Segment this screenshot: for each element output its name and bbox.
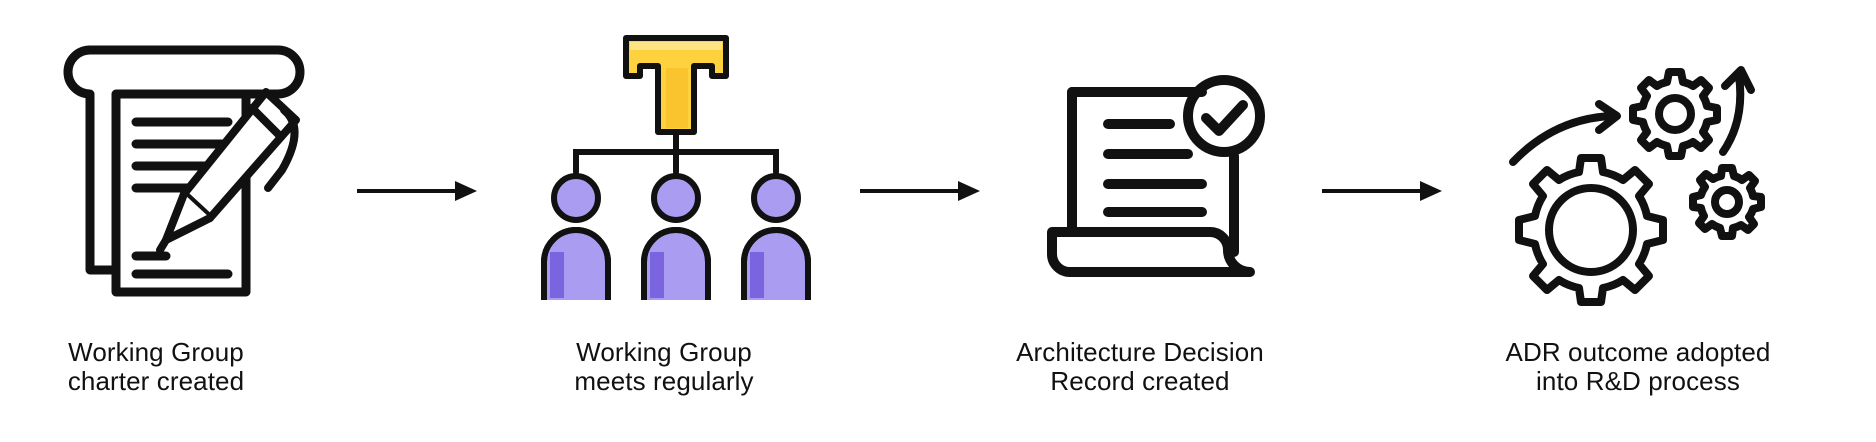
caption-line: into R&D process — [1536, 366, 1740, 396]
caption-line: ADR outcome adopted — [1505, 337, 1771, 367]
arrow-right-icon — [1320, 175, 1445, 207]
caption-line: Architecture Decision — [1016, 337, 1264, 367]
team-hierarchy-icon — [526, 20, 826, 320]
decision-record-check-icon — [1012, 20, 1312, 320]
caption-line: Record created — [1050, 366, 1230, 396]
caption-line: meets regularly — [574, 366, 754, 396]
arrow-right-icon — [355, 175, 480, 207]
gears-process-icon — [1495, 20, 1795, 320]
caption-line: Working Group — [576, 337, 752, 367]
step-caption-charter: Working Group charter created — [0, 338, 356, 396]
step-caption-adr: Architecture Decision Record created — [940, 338, 1340, 396]
caption-line: Working Group — [68, 337, 244, 367]
step-caption-adoption: ADR outcome adopted into R&D process — [1438, 338, 1838, 396]
charter-document-pen-icon — [38, 20, 338, 320]
step-caption-meetings: Working Group meets regularly — [464, 338, 864, 396]
arrow-right-icon — [858, 175, 983, 207]
caption-line: charter created — [67, 366, 245, 396]
